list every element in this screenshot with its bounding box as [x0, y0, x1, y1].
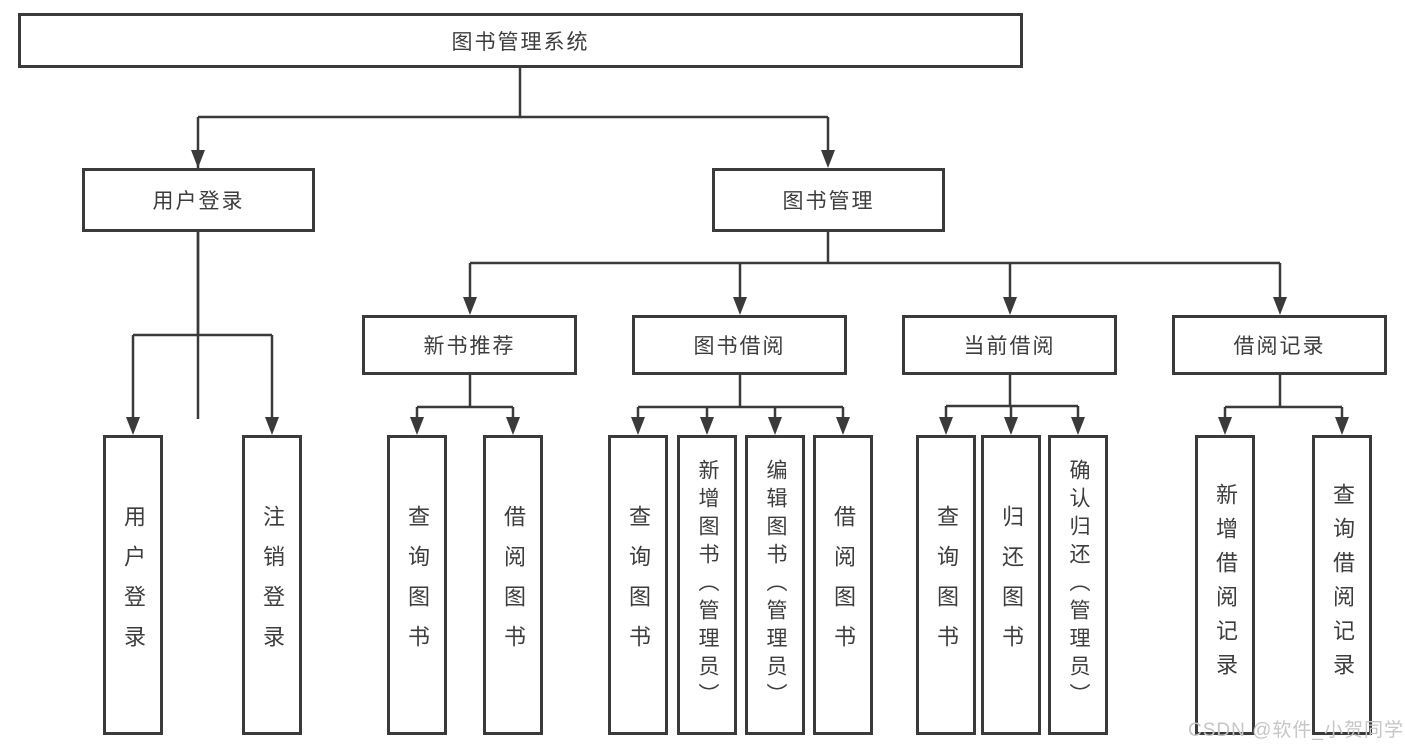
leaf-query-books-borrow: 查询图书	[608, 435, 668, 735]
node-current-borrow: 当前借阅	[902, 315, 1117, 375]
connector-newbook-to-leaves	[410, 375, 520, 435]
leaf-return-books: 归还图书	[981, 435, 1041, 735]
node-root-system: 图书管理系统	[18, 13, 1023, 68]
connector-bookborrow-to-leaves	[631, 375, 850, 435]
leaf-add-borrow-record: 新增借阅记录	[1195, 435, 1255, 735]
leaf-borrow-books: 借阅图书	[813, 435, 873, 735]
leaf-query-books-current: 查询图书	[916, 435, 976, 735]
leaf-query-books-recommend-label: 查询图书	[405, 505, 430, 665]
node-book-borrow: 图书借阅	[632, 315, 847, 375]
node-new-book-recommend: 新书推荐	[362, 315, 577, 375]
leaf-logout-label: 注销登录	[260, 505, 285, 665]
node-borrow-records-label: 借阅记录	[1233, 335, 1326, 358]
leaf-confirm-return-admin: 确认归还（管理员）	[1048, 435, 1108, 735]
leaf-query-books-recommend: 查询图书	[387, 435, 447, 735]
connector-userlogin-to-leaves	[126, 232, 279, 435]
node-book-management-label: 图书管理	[782, 190, 875, 213]
leaf-query-borrow-record: 查询借阅记录	[1312, 435, 1372, 735]
leaf-add-books-admin-label: 新增图书（管理员）	[696, 459, 719, 711]
leaf-edit-books-admin-label: 编辑图书（管理员）	[764, 459, 787, 711]
leaf-query-books-current-label: 查询图书	[934, 505, 959, 665]
node-current-borrow-label: 当前借阅	[963, 335, 1056, 358]
leaf-borrow-books-recommend: 借阅图书	[483, 435, 543, 735]
node-root-label: 图书管理系统	[451, 30, 590, 54]
leaf-add-borrow-record-label: 新增借阅记录	[1213, 483, 1238, 687]
connector-borrowrecords-to-leaves	[1218, 375, 1349, 435]
csdn-watermark: CSDN @软件_小贺同学	[1188, 720, 1404, 741]
connector-root-to-level2	[191, 68, 835, 419]
leaf-borrow-books-recommend-label: 借阅图书	[501, 505, 526, 665]
node-user-login: 用户登录	[82, 168, 315, 232]
node-new-book-recommend-label: 新书推荐	[423, 335, 516, 358]
leaf-user-login: 用户登录	[103, 435, 163, 735]
leaf-return-books-label: 归还图书	[999, 505, 1024, 665]
node-borrow-records: 借阅记录	[1172, 315, 1387, 375]
node-book-management: 图书管理	[712, 168, 945, 232]
node-book-borrow-label: 图书借阅	[693, 335, 786, 358]
leaf-user-login-label: 用户登录	[121, 505, 146, 665]
leaf-query-borrow-record-label: 查询借阅记录	[1330, 483, 1355, 687]
leaf-add-books-admin: 新增图书（管理员）	[677, 435, 737, 735]
connector-currentborrow-to-leaves	[939, 375, 1085, 435]
leaf-edit-books-admin: 编辑图书（管理员）	[745, 435, 805, 735]
connector-bookmgmt-to-level3	[463, 232, 1287, 315]
node-user-login-label: 用户登录	[152, 190, 245, 213]
leaf-borrow-books-label: 借阅图书	[831, 505, 856, 665]
leaf-confirm-return-admin-label: 确认归还（管理员）	[1067, 459, 1090, 711]
leaf-query-books-borrow-label: 查询图书	[626, 505, 651, 665]
leaf-logout: 注销登录	[242, 435, 302, 735]
